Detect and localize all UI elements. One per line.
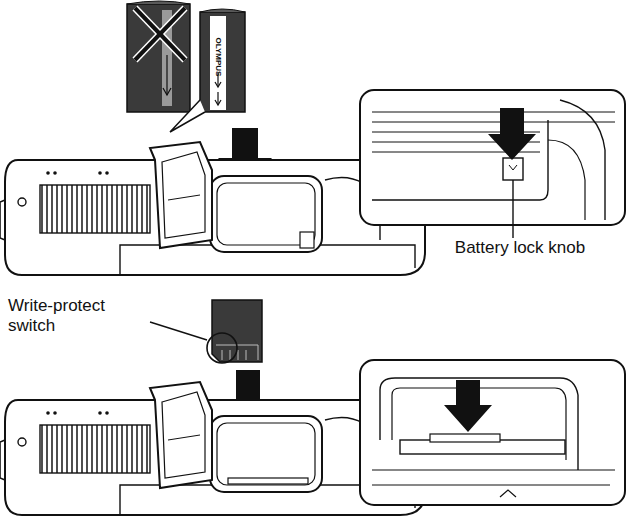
part-label: Battery lock knob (420, 238, 620, 258)
brand-mark: OLYMPUS (213, 25, 223, 89)
part-label: Write-protect switch (8, 296, 148, 336)
